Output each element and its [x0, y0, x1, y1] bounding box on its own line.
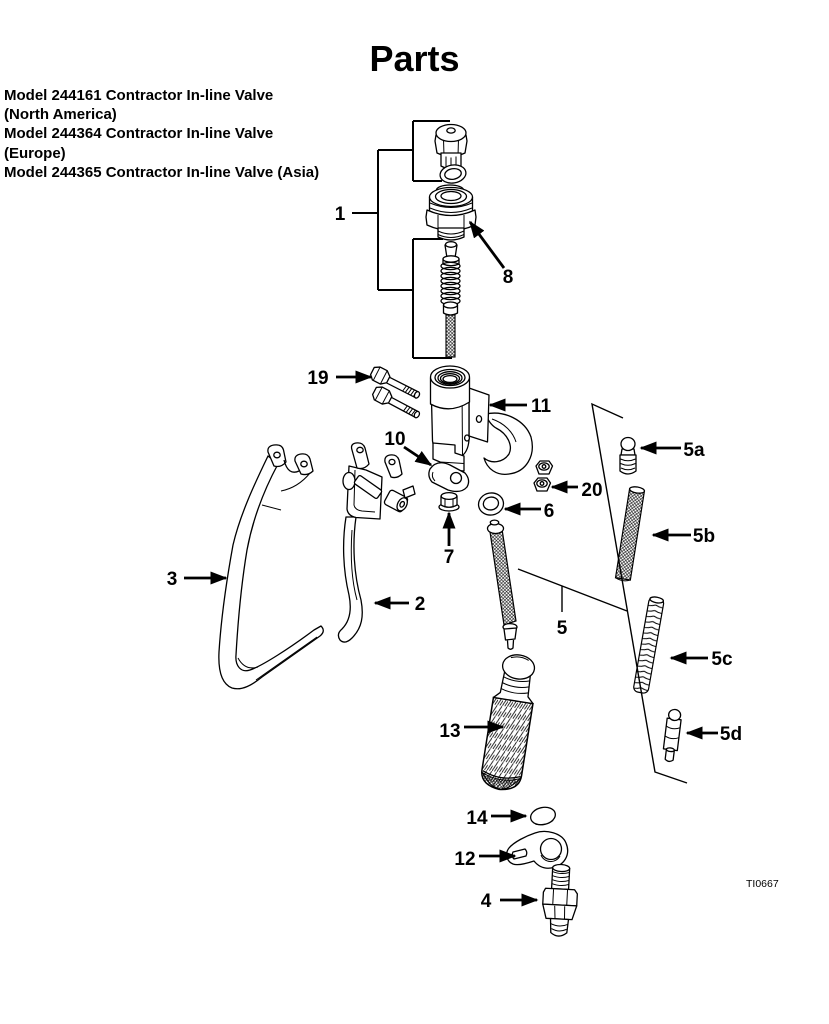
- part-trigger-guard: [218, 444, 324, 690]
- callout-arrows: [184, 220, 718, 907]
- part-seal-6: [477, 492, 505, 516]
- model-line-5: Model 244365 Contractor In-line Valve (A…: [4, 163, 320, 181]
- part-valve-body: [429, 365, 533, 475]
- callout-10-arrow: [403, 445, 433, 467]
- page-title: Parts: [369, 38, 460, 79]
- kit1-bracket: [352, 120, 452, 359]
- callout-13-label: 13: [439, 721, 460, 742]
- part-disc-14: [529, 806, 557, 826]
- part-fitting-4: [542, 863, 578, 937]
- callout-4-label: 4: [481, 891, 492, 912]
- callout-5-pointer: [517, 568, 628, 612]
- kit5-boundary: [591, 402, 688, 784]
- callout-6-label: 6: [544, 501, 555, 522]
- callout-12-label: 12: [454, 849, 475, 870]
- model-line-1: Model 244161 Contractor In-line Valve: [4, 87, 274, 104]
- part-cap: [434, 123, 468, 171]
- part-trigger: [337, 442, 416, 643]
- model-line-3: Model 244364 Contractor In-line Valve: [4, 125, 274, 143]
- part-5c-spring: [633, 596, 665, 694]
- part-trigger-plate: [428, 462, 470, 493]
- part-needle-spring-assembly: [440, 241, 461, 358]
- callout-5c-label: 5c: [711, 649, 733, 670]
- callout-labels: 1 8 19 11 10 7 6 20 3 2 13 5 5a 5b 5c 5d…: [167, 204, 742, 912]
- part-5b-screen: [614, 486, 646, 582]
- part-nut-7: [438, 491, 460, 512]
- model-line-4: (Europe): [4, 144, 66, 162]
- part-5d-stem: [662, 708, 682, 763]
- part-5a-fitting: [619, 436, 637, 475]
- part-packing-nut: [425, 184, 477, 241]
- part-o-ring: [439, 164, 467, 184]
- callout-5b-label: 5b: [693, 526, 715, 547]
- callout-19-label: 19: [307, 368, 328, 389]
- callout-2-label: 2: [415, 594, 426, 615]
- callout-5-label: 5: [557, 618, 568, 639]
- drawing-number: TI0667: [746, 878, 779, 890]
- callout-14-label: 14: [466, 808, 488, 829]
- part-tab-washer-12: [506, 830, 569, 869]
- callout-3-label: 3: [167, 569, 178, 590]
- part-nuts-20: [533, 460, 554, 492]
- callout-11-label: 11: [531, 396, 552, 417]
- callout-8-label: 8: [503, 267, 514, 288]
- model-list: Model 244161 Contractor In-line Valve (N…: [4, 86, 319, 182]
- callout-20-label: 20: [581, 480, 602, 501]
- part-mounting-bolts: [369, 366, 421, 419]
- callout-10-label: 10: [384, 429, 405, 450]
- part-grip: [481, 654, 536, 791]
- callout-5d-label: 5d: [720, 724, 742, 745]
- callout-8-arrow: [468, 220, 506, 269]
- part-needle-shaft: [486, 519, 518, 650]
- callout-7-label: 7: [444, 547, 455, 568]
- callout-5a-label: 5a: [683, 440, 705, 461]
- callout-1-label: 1: [335, 204, 346, 225]
- model-line-2: (North America): [4, 106, 117, 124]
